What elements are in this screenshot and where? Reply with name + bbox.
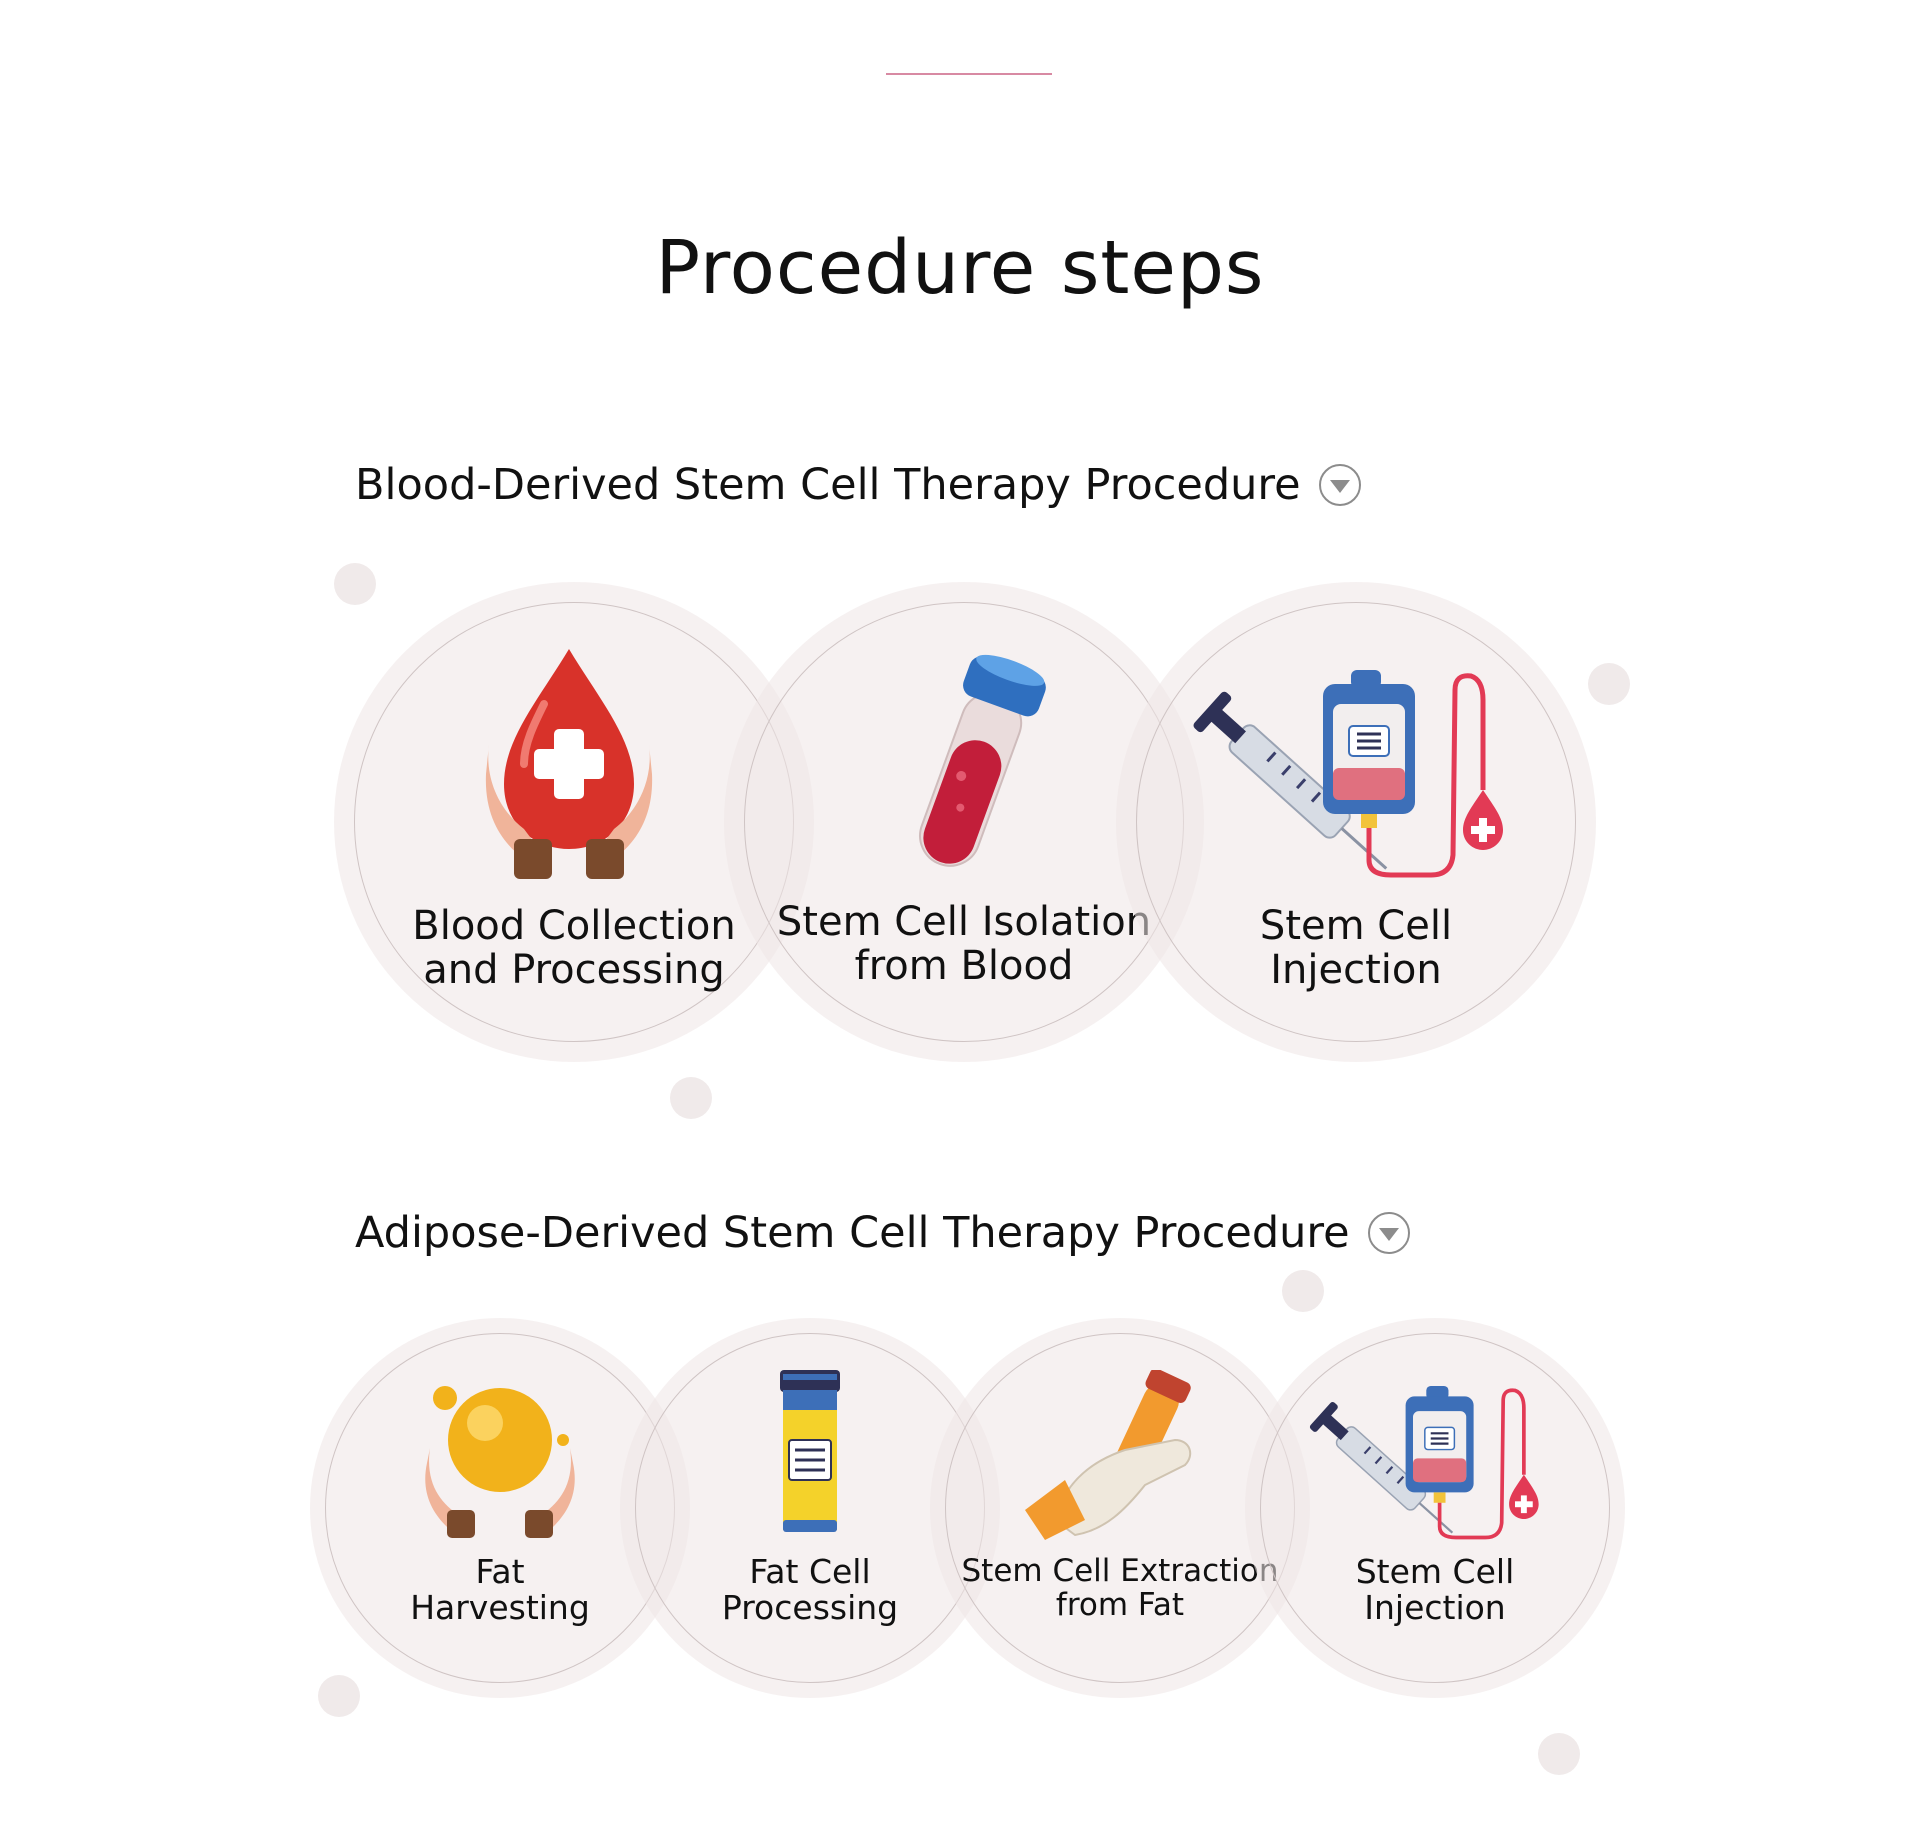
step-label: Stem Cell Extraction from Fat (930, 1554, 1310, 1622)
decor-dot (318, 1675, 360, 1717)
label-line: Harvesting (410, 1588, 590, 1628)
label-line: Fat (475, 1552, 525, 1591)
decor-dot (1588, 663, 1630, 705)
hand-holding-tube-icon (1025, 1370, 1192, 1540)
expand-toggle-button[interactable] (1318, 464, 1361, 506)
step-fat-harvesting: Fat Harvesting (310, 1318, 690, 1698)
step-stem-cell-injection: Stem Cell Injection (1245, 1318, 1625, 1698)
chevron-down-icon (1329, 479, 1350, 493)
label-line: Injection (1364, 1588, 1506, 1628)
decor-dot (1538, 1733, 1580, 1775)
test-tube-icon (919, 654, 1046, 867)
step-label: Stem Cell Injection (1116, 904, 1596, 992)
step-stem-cell-isolation: Stem Cell Isolation from Blood (724, 582, 1204, 1062)
label-line: Processing (721, 1588, 899, 1628)
step-stem-cell-extraction: Stem Cell Extraction from Fat (930, 1318, 1310, 1698)
label-line: Stem Cell Extraction (961, 1553, 1279, 1589)
step-label: Stem Cell Isolation from Blood (724, 900, 1204, 988)
label-line: Blood Collection (412, 903, 736, 949)
label-line: Injection (1270, 947, 1442, 993)
label-line: from Fat (1055, 1587, 1185, 1624)
top-accent-line (886, 73, 1052, 75)
step-label: Fat Harvesting (310, 1552, 690, 1628)
step-label: Fat Cell Processing (620, 1552, 1000, 1628)
syringe-iv-bag-icon (1309, 1386, 1539, 1540)
section-title-text: Blood-Derived Stem Cell Therapy Procedur… (355, 460, 1301, 510)
decor-dot (670, 1077, 712, 1119)
blood-drop-hands-icon (485, 649, 653, 879)
label-line: Stem Cell (1259, 903, 1453, 949)
section-title-text: Adipose-Derived Stem Cell Therapy Proced… (355, 1208, 1350, 1258)
chevron-down-icon (1378, 1227, 1399, 1241)
sample-vial-icon (780, 1370, 840, 1532)
fat-globule-hands-icon (425, 1386, 575, 1538)
label-line: and Processing (423, 947, 725, 993)
section-blood-title: Blood-Derived Stem Cell Therapy Procedur… (355, 460, 1361, 510)
page-title: Procedure steps (655, 225, 1265, 311)
label-line: Stem Cell (1355, 1552, 1515, 1591)
decor-dot (1282, 1270, 1324, 1312)
decor-dot (334, 563, 376, 605)
step-ring (1136, 602, 1576, 1042)
step-stem-cell-injection: Stem Cell Injection (1116, 582, 1596, 1062)
label-line: Stem Cell Isolation (776, 899, 1152, 945)
syringe-iv-bag-icon (1193, 670, 1503, 878)
step-ring (1260, 1333, 1610, 1683)
section-adipose-title: Adipose-Derived Stem Cell Therapy Proced… (355, 1208, 1410, 1258)
label-line: from Blood (854, 943, 1074, 989)
label-line: Fat Cell (749, 1552, 871, 1591)
step-label: Blood Collection and Processing (334, 904, 814, 992)
expand-toggle-button[interactable] (1367, 1212, 1410, 1254)
step-label: Stem Cell Injection (1245, 1552, 1625, 1628)
